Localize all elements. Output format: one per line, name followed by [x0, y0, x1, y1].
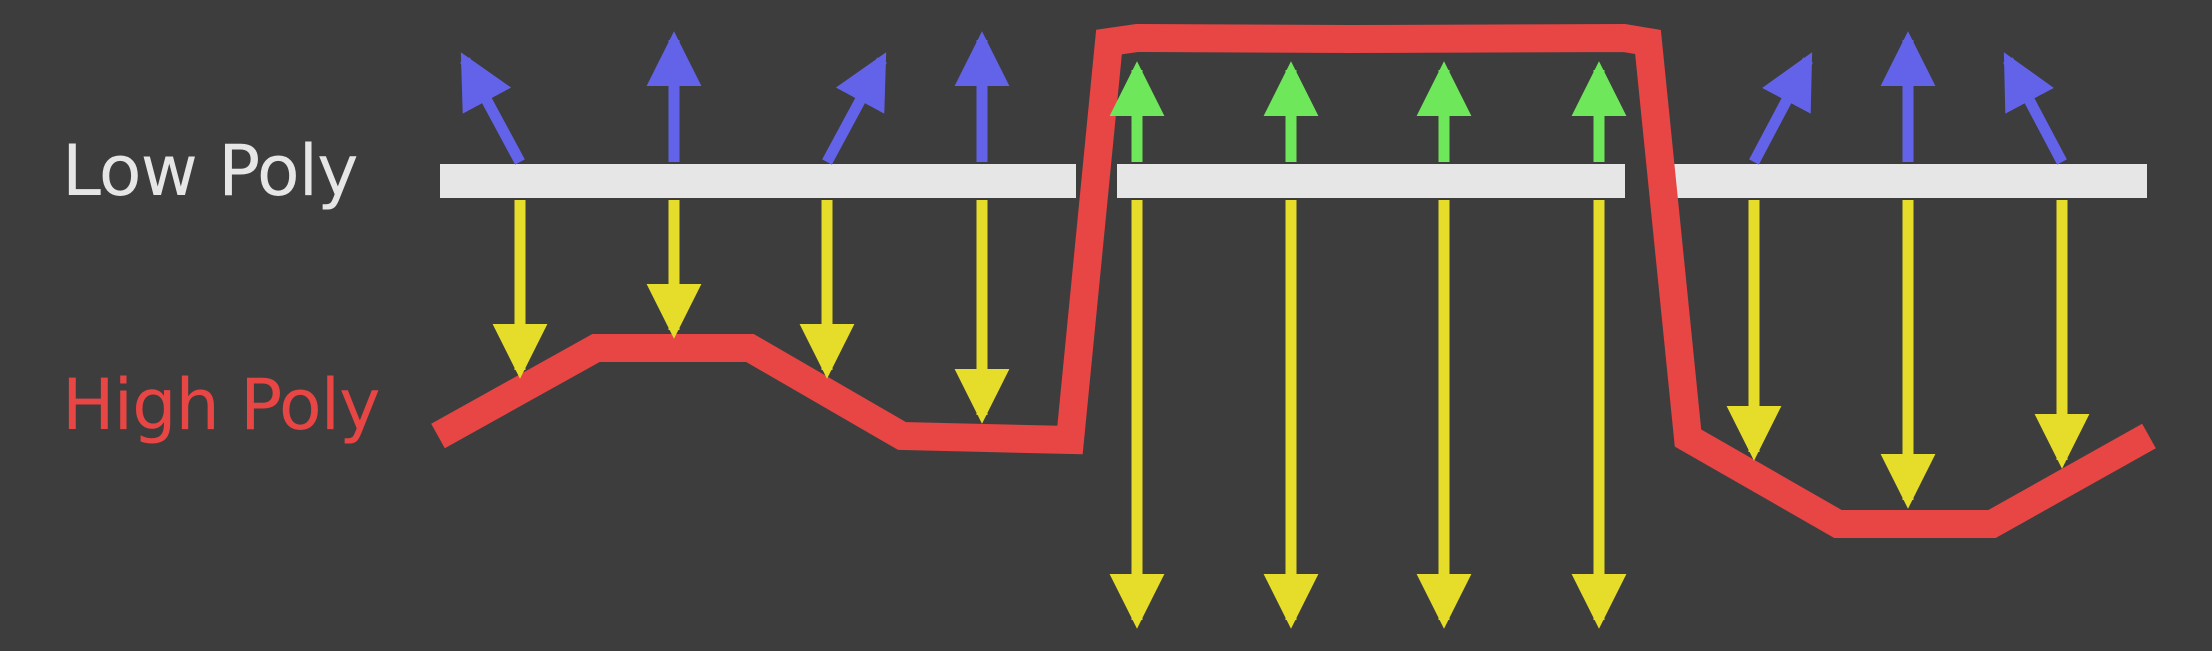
normal-blue-arrow — [460, 52, 525, 165]
normals-green — [1109, 61, 1627, 162]
high-poly-label: High Poly — [62, 364, 381, 446]
normal-blue-arrow — [1749, 52, 1813, 165]
projection-rays — [492, 200, 2090, 629]
low-poly-segment-right — [1665, 164, 2147, 198]
normal-blue-arrow — [2003, 52, 2067, 165]
normal-blue-arrow — [822, 52, 887, 165]
low-poly-surface — [440, 164, 2147, 198]
normals-blue — [460, 31, 2067, 165]
low-poly-segment-middle — [1117, 164, 1625, 198]
low-poly-segment-left — [440, 164, 1076, 198]
high-poly-curve — [431, 23, 2156, 538]
low-poly-label: Low Poly — [62, 130, 359, 212]
